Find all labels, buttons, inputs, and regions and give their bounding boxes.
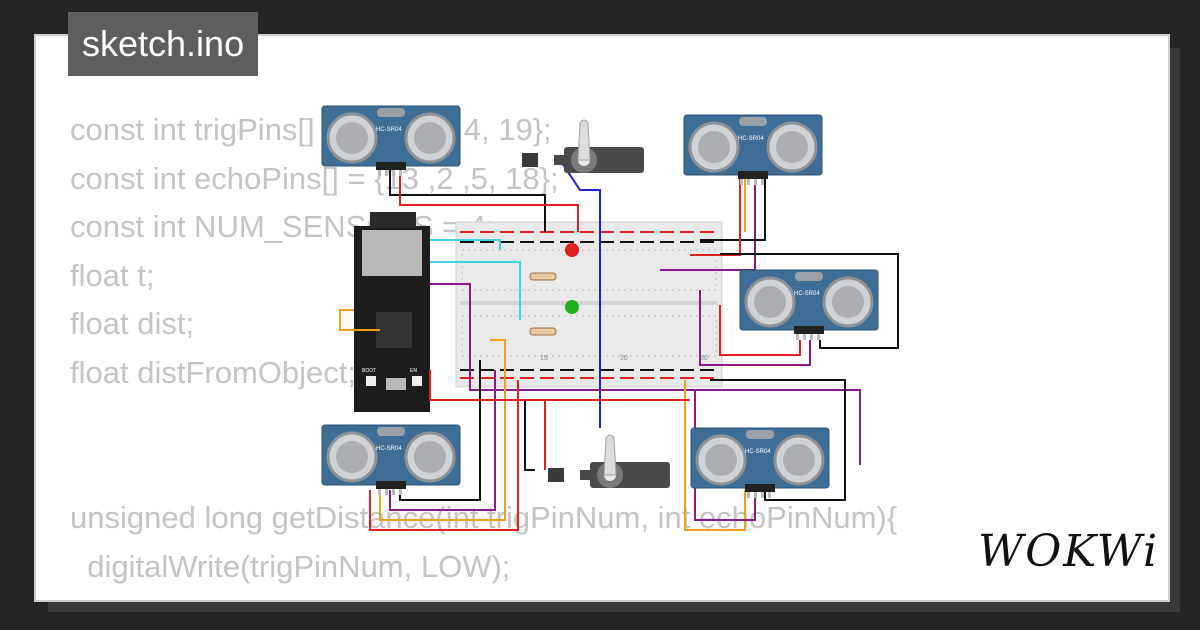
sensor-label: HC-SR04 — [376, 127, 402, 133]
code-line: float dist; — [70, 306, 195, 341]
breadboard-number: 20 — [620, 355, 628, 362]
breadboard-number: 30 — [700, 355, 708, 362]
resistor — [529, 272, 557, 281]
ultrasonic-sensor-5: HC-SR04 — [689, 426, 831, 500]
ultrasonic-sensor-3: HC-SR04 — [738, 268, 880, 342]
servo-motor-bottom — [547, 434, 671, 489]
sketch-title: sketch.ino — [68, 12, 259, 76]
ultrasonic-sensor-4: HC-SR04 — [320, 423, 462, 497]
board-label-boot: BOOT — [362, 368, 376, 374]
code-line: float t; — [70, 257, 155, 293]
servo-motor-top — [521, 119, 645, 174]
wokwi-logo: WOKWi — [978, 526, 1160, 577]
red-led — [565, 243, 579, 257]
ultrasonic-sensor-1: HC-SR04 — [320, 104, 462, 178]
sensor-label: HC-SR04 — [738, 136, 764, 142]
green-led — [565, 300, 579, 314]
ultrasonic-sensor-2: HC-SR04 — [682, 113, 824, 187]
sensor-label: HC-SR04 — [745, 449, 771, 455]
resistor — [529, 327, 557, 336]
breadboard-number: 15 — [540, 355, 548, 362]
code-line: digitalWrite(trigPinNum, LOW); — [70, 548, 511, 584]
code-line: float distFromObject; — [70, 354, 356, 390]
sensor-label: HC-SR04 — [794, 291, 820, 297]
board-label-en: EN — [410, 368, 417, 374]
code-line: delay(2); — [70, 591, 897, 600]
sensor-label: HC-SR04 — [376, 446, 402, 452]
